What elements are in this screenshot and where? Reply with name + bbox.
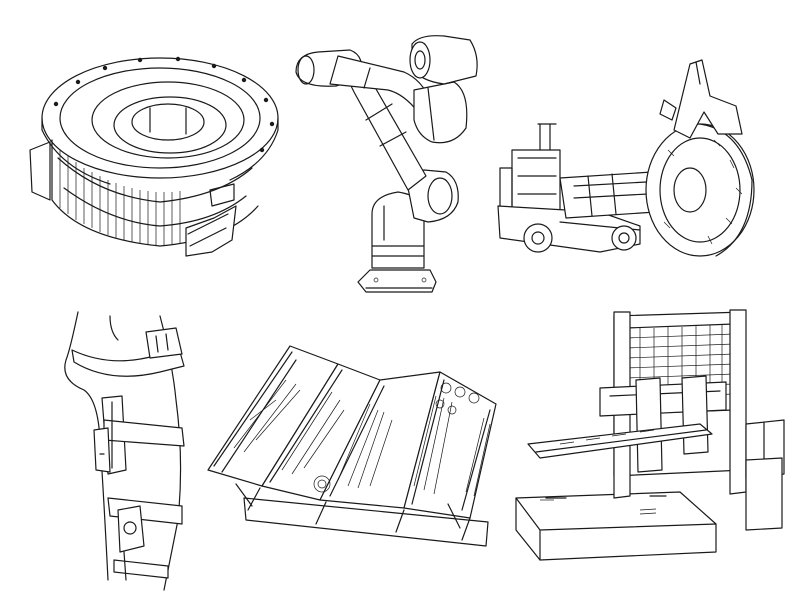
- robot-arm-icon: [295, 35, 478, 293]
- cnc-machine-icon: [515, 309, 785, 561]
- toolbox-icon: [207, 345, 497, 547]
- forklift-coil-icon: [497, 59, 755, 257]
- exoskeleton-icon: [64, 311, 185, 591]
- slewing-bearing-icon: [29, 56, 279, 257]
